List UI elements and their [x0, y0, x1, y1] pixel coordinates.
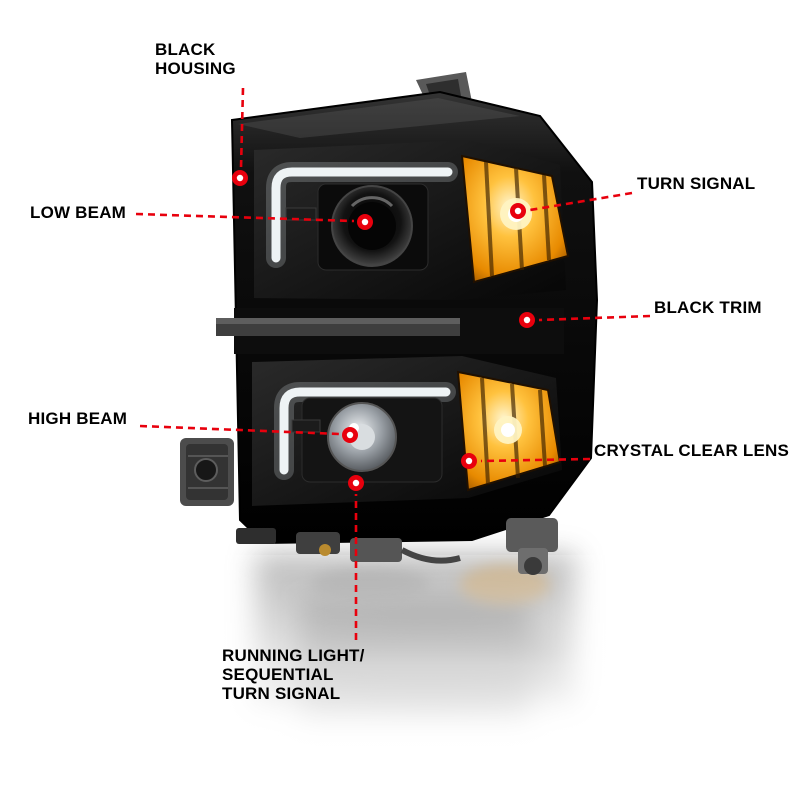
side-mounting-bracket: [180, 438, 234, 506]
callout-label-high-beam: HIGH BEAM: [28, 409, 128, 428]
wiring-harness: [236, 528, 461, 564]
low-beam-light-bar: [271, 167, 453, 263]
floor-reflection: [200, 555, 620, 800]
callout-label-low-beam: LOW BEAM: [30, 203, 127, 222]
adjuster-bracket: [506, 518, 558, 575]
callout-label-turn-signal: TURN SIGNAL: [637, 174, 756, 193]
high-beam-light-bar: [279, 387, 451, 475]
callout-label-running-light: RUNNING LIGHT/ SEQUENTIAL TURN SIGNAL: [222, 646, 365, 704]
housing-gloss-highlight: [238, 98, 520, 138]
callout-label-black-housing: BLACK HOUSING: [155, 40, 236, 79]
callout-label-crystal-clear-lens: CRYSTAL CLEAR LENS: [594, 441, 790, 460]
callout-label-black-trim: BLACK TRIM: [654, 298, 762, 317]
black-trim-bar: [216, 308, 564, 354]
